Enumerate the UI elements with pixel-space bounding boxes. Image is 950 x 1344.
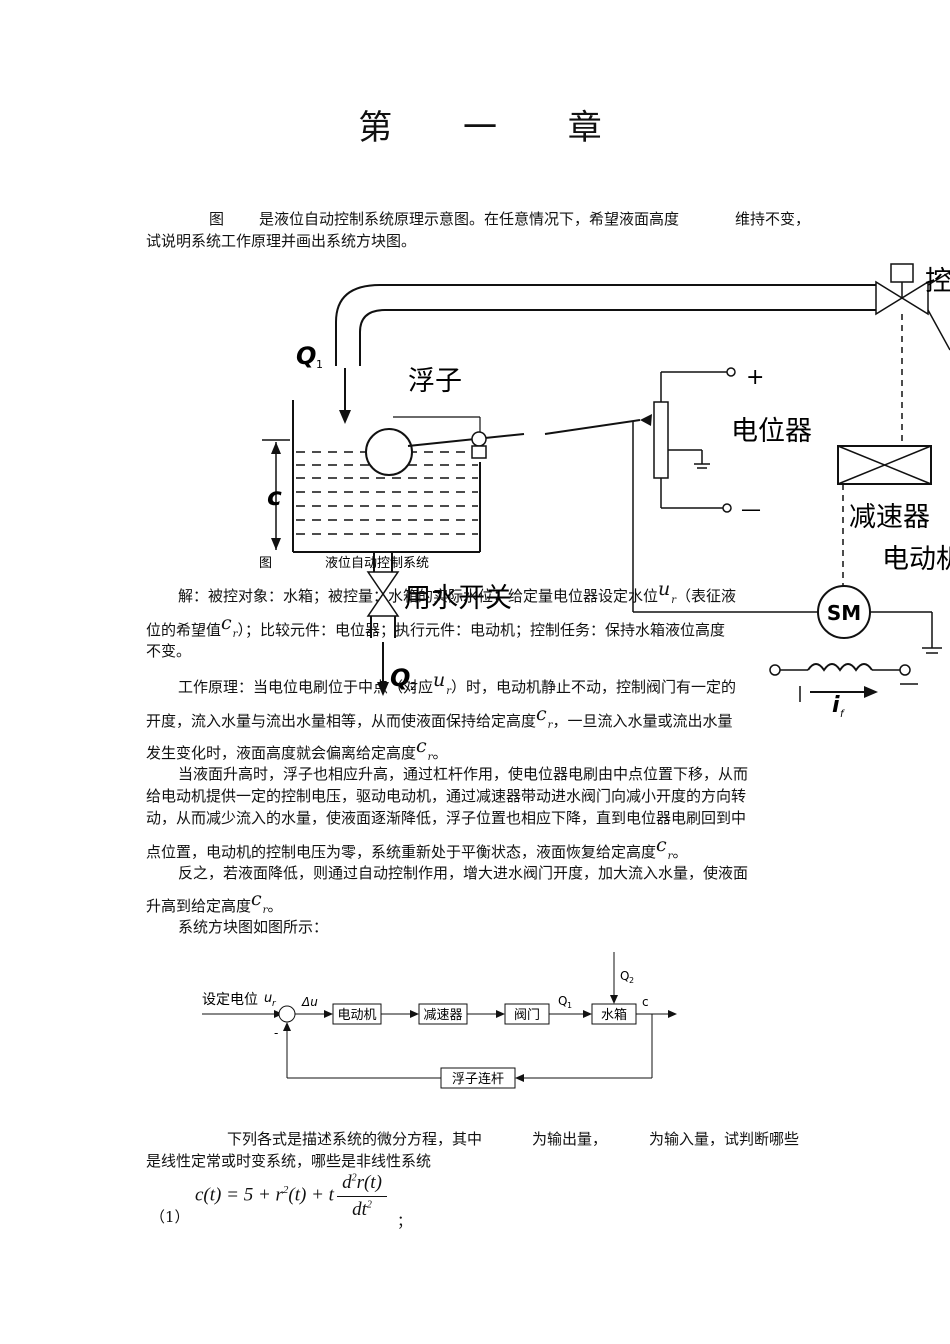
reducer-box bbox=[837, 445, 932, 485]
answer-line-2: 位的希望值cr）；比较元件：电位器；执行元件：电动机；控制任务：保持水箱液位高度 bbox=[146, 612, 725, 640]
bd-q2-sub: 2 bbox=[629, 976, 634, 985]
label-float: 浮子 bbox=[408, 366, 462, 397]
label-sm: SM bbox=[827, 601, 861, 625]
bd-input-label: 设定电位 bbox=[202, 992, 258, 1008]
q1-line2: 试说明系统工作原理并画出系统方块图。 bbox=[146, 232, 417, 250]
equation-1-end: ； bbox=[397, 1212, 413, 1230]
q2-line1a: 下列各式是描述系统的微分方程，其中 bbox=[227, 1130, 483, 1148]
bd-tank: 水箱 bbox=[601, 1007, 627, 1023]
bd-q1-sub: 1 bbox=[567, 1001, 572, 1010]
answer-line-13: 系统方块图如图所示： bbox=[178, 918, 329, 936]
answer-line-3: 不变。 bbox=[146, 642, 192, 660]
bd-q2: Q bbox=[620, 969, 629, 983]
label-reducer: 减速器 bbox=[849, 502, 930, 533]
block-diagram: 设定电位 u r - Δu 电动机 减速器 阀门 Q 1 水箱 Q 2 c 浮子… bbox=[202, 952, 677, 1089]
valve-left bbox=[875, 280, 904, 316]
label-q1-sub: 1 bbox=[316, 358, 323, 371]
tap-lower bbox=[366, 592, 400, 617]
answer-line-12: 升高到给定高度cr。 bbox=[146, 888, 283, 916]
tap-upper bbox=[366, 571, 400, 596]
label-if: i bbox=[832, 693, 840, 718]
answer-line-1: 解：被控对象：水箱；被控量：水箱的实际水位；给定量电位器设定水位ur（表征液 bbox=[178, 578, 737, 606]
q2-line1b: 为输出量， bbox=[532, 1130, 608, 1148]
inlet-pipe-outer bbox=[335, 284, 876, 366]
bd-q1: Q bbox=[558, 994, 567, 1008]
answer-line-7: 当液面升高时，浮子也相应升高，通过杠杆作用，使电位器电刷由中点位置下移，从而 bbox=[178, 765, 749, 783]
answer-line-5: 开度，流入水量与流出水量相等，从而使液面保持给定高度cr，一旦流入水量或流出水量 bbox=[146, 703, 733, 731]
bd-input-sub: r bbox=[272, 999, 277, 1009]
q2-line1c: 为输入量，试判断哪些 bbox=[649, 1130, 800, 1148]
inflow-arrow-head bbox=[339, 410, 351, 424]
q1-prefix: 图 bbox=[209, 210, 225, 228]
q1-line1b: 维持不变， bbox=[735, 210, 811, 228]
figure-caption: 液位自动控制系统 bbox=[325, 556, 429, 571]
equation-1: c(t) = 5 + r2(t) + t bbox=[195, 1184, 334, 1206]
bd-valve: 阀门 bbox=[514, 1008, 540, 1023]
figure-caption-label: 图 bbox=[259, 556, 272, 571]
label-plus: + bbox=[746, 365, 764, 390]
bd-feedback: 浮子连杆 bbox=[452, 1071, 504, 1087]
level-control-figure: Q 1 浮子 + 电位器 — 减速器 电动机 SM c 用水开关 Q 2 控 i… bbox=[259, 263, 950, 720]
lever bbox=[407, 433, 525, 447]
bd-input-sym: u bbox=[264, 991, 272, 1006]
equation-1-fraction: d2r(t) dt2 bbox=[337, 1172, 387, 1221]
answer-line-11: 反之，若液面降低，则通过自动控制作用，增大进水阀门开度，加大流入水量，使液面 bbox=[178, 864, 749, 882]
q1-line1: 是液位自动控制系统原理示意图。在任意情况下，希望液面高度 bbox=[259, 210, 680, 228]
field-coil bbox=[807, 663, 873, 672]
inlet-pipe-inner bbox=[359, 309, 876, 366]
label-q1: Q bbox=[296, 342, 316, 370]
q2-line2: 是线性定常或时变系统，哪些是非线性系统 bbox=[146, 1152, 432, 1170]
bd-reducer: 减速器 bbox=[423, 1008, 462, 1023]
label-minus: — bbox=[741, 497, 761, 521]
label-valve: 控 bbox=[925, 266, 950, 297]
equation-1-label: （1） bbox=[150, 1208, 190, 1226]
bd-delta: Δu bbox=[301, 995, 318, 1009]
answer-line-8: 给电动机提供一定的控制电压，驱动电动机，通过减速器带动进水阀门向减小开度的方向转 bbox=[146, 787, 747, 805]
answer-line-10: 点位置，电动机的控制电压为零，系统重新处于平衡状态，液面恢复给定高度cr。 bbox=[146, 834, 688, 862]
bd-minus: - bbox=[274, 1026, 278, 1040]
label-q2: Q bbox=[390, 664, 410, 692]
float-ball bbox=[365, 428, 413, 476]
label-switch: 用水开关 bbox=[404, 583, 512, 614]
answer-line-6: 发生变化时，液面高度就会偏离给定高度cr。 bbox=[146, 735, 448, 763]
potentiometer-body bbox=[653, 401, 669, 479]
water-lines bbox=[296, 451, 478, 535]
label-c: c bbox=[267, 482, 282, 511]
label-q2-sub: 2 bbox=[410, 680, 417, 693]
answer-line-9: 动，从而减少流入的水量，使液面逐渐降低，浮子位置也相应下降，直到电位器电刷回到中 bbox=[146, 809, 747, 827]
bd-output: c bbox=[642, 995, 649, 1009]
valve-actuator bbox=[890, 263, 914, 283]
answer-line-4: 工作原理：当电位电刷位于中点（对应ur）时，电动机静止不动，控制阀门有一定的 bbox=[178, 669, 737, 697]
chapter-title: 第 一 章 bbox=[358, 108, 632, 148]
bd-motor: 电动机 bbox=[337, 1008, 376, 1023]
valve-right bbox=[900, 280, 929, 316]
label-if-sub: f bbox=[840, 709, 845, 720]
pivot bbox=[471, 431, 487, 447]
label-potentiometer: 电位器 bbox=[731, 416, 812, 447]
label-motor: 电动机 bbox=[882, 544, 950, 575]
